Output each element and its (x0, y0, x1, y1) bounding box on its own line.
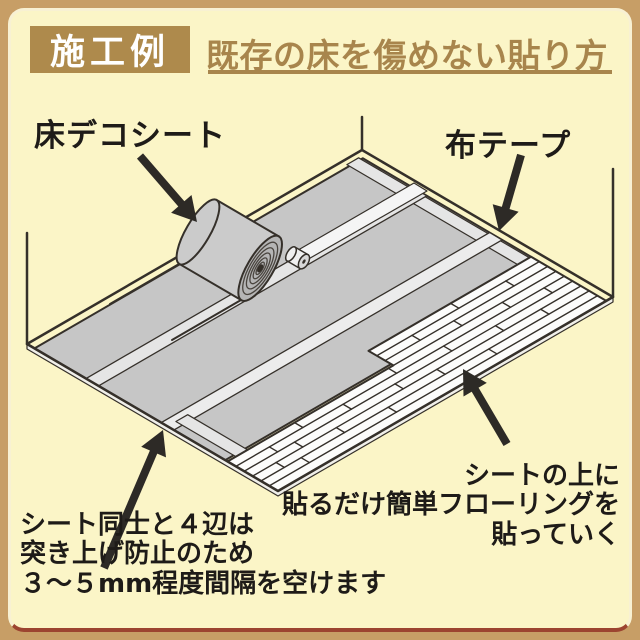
sheet-roll (175, 198, 283, 302)
plank-seam (268, 295, 599, 487)
arrow-to-flooring (463, 369, 511, 447)
plank-joint (442, 345, 453, 352)
note-line: シート同士と４辺は (20, 510, 255, 540)
note-line: 突き上げ防止のため (20, 539, 255, 570)
plank-joint (394, 383, 404, 390)
unrolled-sheet-edge (109, 263, 180, 305)
tape-roll (284, 246, 311, 270)
plank-joint (543, 287, 554, 294)
plank-seam (376, 260, 540, 357)
page-title: 既存の床を傷めない貼り方 (206, 36, 608, 75)
plank-joint (487, 348, 498, 355)
plank-joint (449, 302, 460, 309)
plank-joint (293, 441, 304, 448)
plank-joint (342, 403, 353, 410)
note-sheet-gap: シート同士と４辺は 突き上げ防止のため ３〜５mm程度間隔を空けます (20, 510, 387, 599)
plank-joint (293, 421, 304, 429)
plank-joint (268, 446, 279, 453)
arrow-to-sheet-gap (100, 430, 166, 570)
plank-seam (226, 270, 557, 463)
plank-joint (539, 308, 550, 315)
note-line: 貼るだけ簡単フローリングを (281, 490, 620, 521)
unrolled-sheet-edge (171, 299, 242, 341)
note-line: ３〜５mm程度間隔を空けます (20, 568, 387, 599)
plank-seam (235, 275, 565, 468)
label-floor-deco-sheet: 床デコシート (34, 118, 226, 154)
plank-seam (260, 290, 590, 482)
plank-seam (243, 280, 574, 472)
plank-joint (453, 320, 463, 327)
arrow-to-cloth-tape (492, 153, 525, 231)
note-line: シートの上に (463, 461, 620, 491)
plank-joint (505, 280, 515, 287)
plank-joint (494, 325, 505, 332)
plank-seam (384, 265, 549, 362)
note-flooring: シートの上に 貼るだけ簡単フローリングを 貼っていく (281, 461, 620, 550)
arrow-to-sheet-roll (136, 153, 197, 222)
floor-front-edge (26, 295, 614, 493)
plank-joint (335, 426, 346, 434)
note-line: 貼っていく (491, 519, 620, 550)
plank-seam (251, 285, 582, 477)
plank-joint (300, 456, 311, 464)
plank-joint (387, 367, 398, 374)
title-underline (208, 70, 612, 74)
header-badge: 施工例 (30, 26, 190, 73)
plank-joint (387, 406, 398, 413)
plank-joint (411, 334, 421, 341)
label-cloth-tape: 布テープ (445, 128, 572, 164)
plank-joint (501, 301, 512, 308)
plank-joint (275, 461, 286, 469)
plank-joint (436, 368, 446, 375)
